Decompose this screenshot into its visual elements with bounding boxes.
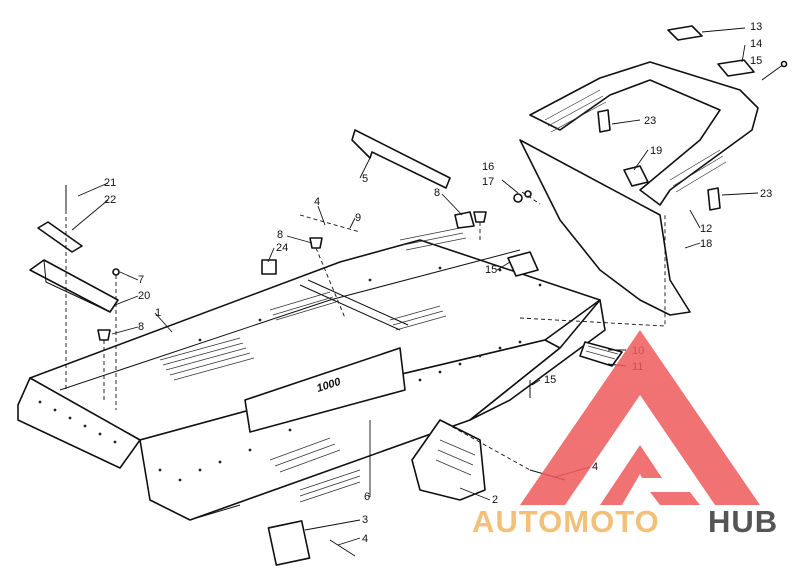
snow-flap xyxy=(519,139,691,316)
callout-9: 9 xyxy=(355,212,361,224)
rear-bumper xyxy=(529,25,788,206)
callout-13: 13 xyxy=(750,21,762,33)
callout-16: 16 xyxy=(482,161,494,173)
watermark-logo xyxy=(520,330,760,505)
callout-15-mid: 15 xyxy=(485,264,497,276)
callout-8-left: 8 xyxy=(138,321,144,333)
callout-14: 14 xyxy=(750,38,762,50)
callout-23-right: 23 xyxy=(760,188,772,200)
callout-3: 3 xyxy=(362,514,368,526)
callout-19: 19 xyxy=(650,145,662,157)
callout-23-top: 23 xyxy=(644,115,656,127)
left-brackets xyxy=(29,221,119,313)
callout-20: 20 xyxy=(138,290,150,302)
callout-8-right: 8 xyxy=(434,187,440,199)
callout-1: 1 xyxy=(155,307,161,319)
small-hardware xyxy=(65,109,721,566)
callout-4-bottom: 4 xyxy=(362,533,368,545)
center-lines xyxy=(65,191,666,471)
callout-15-top: 15 xyxy=(750,55,762,67)
callout-18: 18 xyxy=(700,238,712,250)
callout-7: 7 xyxy=(138,274,144,286)
watermark-text-automoto: AUTOMOTO xyxy=(472,504,660,539)
callout-21: 21 xyxy=(104,177,116,189)
callout-17: 17 xyxy=(482,176,494,188)
callout-22: 22 xyxy=(104,194,116,206)
side-decal: 1000 xyxy=(244,347,406,433)
callout-2: 2 xyxy=(492,494,498,506)
callout-6: 6 xyxy=(364,491,370,503)
callout-8-mid: 8 xyxy=(277,229,283,241)
callout-12: 12 xyxy=(700,223,712,235)
callout-4-right: 4 xyxy=(592,461,598,473)
callout-24: 24 xyxy=(276,242,288,254)
watermark-text-hub: HUB xyxy=(708,504,778,539)
callout-4-top: 4 xyxy=(314,196,320,208)
callout-5: 5 xyxy=(362,173,368,185)
callout-15-low: 15 xyxy=(544,374,556,386)
